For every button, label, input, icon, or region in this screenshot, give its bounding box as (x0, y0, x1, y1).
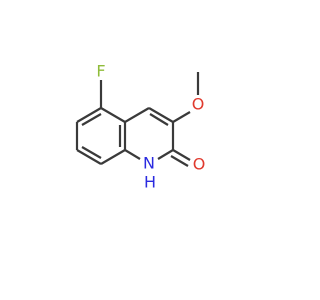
methoxy-oxygen-label: O (192, 95, 205, 114)
fluorine-label: F (96, 62, 105, 81)
nitrogen-label: N (143, 154, 155, 173)
bond-c4-c3-double (149, 113, 169, 126)
bond-c2-o (172, 149, 191, 161)
pyridinone-ring (124, 107, 175, 160)
ring-bond-2 (76, 107, 102, 123)
structure-diagram: F O O H N (75, 62, 206, 192)
bond-n1-c8a (124, 149, 141, 160)
ring-bond-1 (100, 107, 126, 123)
bond-c4a-c4 (124, 107, 150, 123)
bond-c2-n1 (157, 149, 174, 160)
bond-c2-o-double (170, 155, 189, 167)
substituents (99, 72, 200, 167)
benzene-hexagon (75, 107, 127, 165)
carbonyl-oxygen-label: O (193, 155, 206, 174)
bond-c4-c3 (148, 107, 174, 123)
ring-bond-5 (100, 149, 126, 165)
nitrogen-h-label: H (144, 173, 156, 192)
bond-c3-o (172, 111, 191, 123)
ring-bond-4 (76, 149, 102, 165)
ring-double-2 (81, 146, 102, 159)
ring-double-1 (81, 113, 102, 126)
